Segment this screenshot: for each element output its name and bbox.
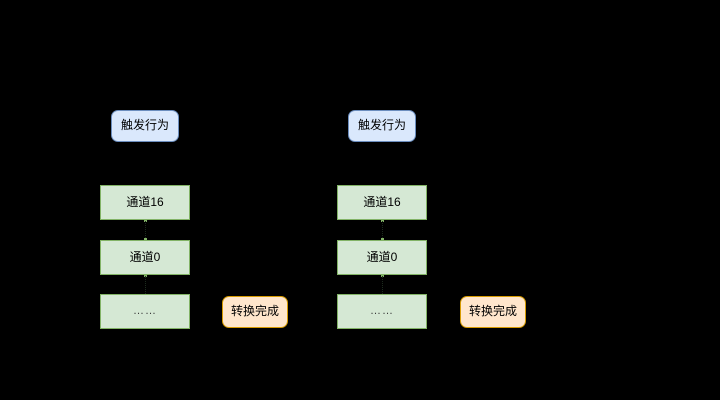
trigger-behavior-box-right[interactable]: 触发行为 <box>348 110 416 142</box>
connection-tick <box>144 238 147 241</box>
channel-ellipsis-label-left: …… <box>133 305 157 318</box>
channel-ellipsis-box-left[interactable]: …… <box>100 294 190 329</box>
channel-ellipsis-label-right: …… <box>370 305 394 318</box>
trigger-behavior-label-left: 触发行为 <box>120 118 169 133</box>
conversion-complete-box-right[interactable]: 转换完成 <box>460 296 526 328</box>
channel-0-label-left: 通道0 <box>129 249 161 264</box>
connector-segment <box>145 276 146 294</box>
conversion-complete-label-left: 转换完成 <box>230 304 279 319</box>
connector-segment <box>382 276 383 294</box>
channel-ellipsis-box-right[interactable]: …… <box>337 294 427 329</box>
connector-segment <box>382 221 383 240</box>
channel-16-label-right: 通道16 <box>363 194 401 209</box>
channel-0-box-left[interactable]: 通道0 <box>100 240 190 275</box>
channel-0-label-right: 通道0 <box>366 249 398 264</box>
connection-tick <box>144 219 147 222</box>
connection-tick <box>144 274 147 277</box>
channel-16-label-left: 通道16 <box>126 194 164 209</box>
channel-16-box-left[interactable]: 通道16 <box>100 185 190 220</box>
connection-tick <box>381 274 384 277</box>
trigger-behavior-box-left[interactable]: 触发行为 <box>111 110 179 142</box>
connector-segment <box>145 221 146 240</box>
trigger-behavior-label-right: 触发行为 <box>357 118 406 133</box>
conversion-complete-box-left[interactable]: 转换完成 <box>222 296 288 328</box>
connection-tick <box>381 219 384 222</box>
connection-tick <box>381 238 384 241</box>
conversion-complete-label-right: 转换完成 <box>468 304 517 319</box>
channel-16-box-right[interactable]: 通道16 <box>337 185 427 220</box>
channel-0-box-right[interactable]: 通道0 <box>337 240 427 275</box>
